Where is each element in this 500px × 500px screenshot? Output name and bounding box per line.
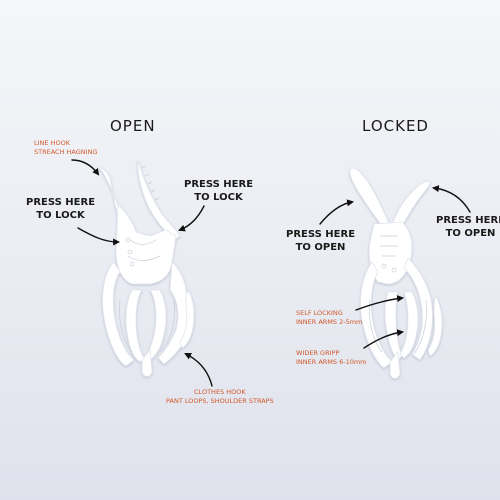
self-locking-note-line1: SELF LOCKING (296, 309, 343, 317)
self-locking-note: SELF LOCKING INNER ARMS 2-5mm (296, 309, 362, 327)
open-lower-frame (102, 261, 135, 367)
open-right-arm (137, 159, 181, 241)
wider-grip-note-line1: WIDER GRIPP (296, 349, 340, 357)
arrow-press-open-left (319, 199, 355, 225)
open-clip (98, 159, 195, 377)
press-to-open-left-label: PRESS HERE TO OPEN (286, 228, 355, 254)
locked-clip (349, 167, 443, 379)
locked-bottom-hook (389, 350, 401, 379)
line-hook-note: LINE HOOK STREACH HAGNING (34, 139, 97, 157)
open-clip-details (119, 165, 175, 353)
line-hook-note-line1: LINE HOOK (34, 139, 70, 147)
locked-clip-details (369, 235, 427, 355)
press-to-lock-left-label: PRESS HERE TO LOCK (26, 196, 95, 222)
clothes-hook-note: CLOTHES HOOK PANT LOOPS, SHOULDER STRAPS (166, 388, 274, 406)
locked-body (368, 221, 413, 285)
press-to-lock-right-label: PRESS HERE TO LOCK (184, 178, 253, 204)
press-to-lock-right-line2: TO LOCK (194, 192, 243, 203)
press-to-lock-left-line1: PRESS HERE (26, 197, 96, 208)
locked-inner-right (399, 291, 419, 359)
locked-right-arm (391, 181, 431, 231)
locked-side-hook (427, 295, 443, 357)
press-to-lock-left-line2: TO LOCK (36, 210, 85, 221)
locked-lower-right (403, 257, 433, 361)
self-locking-note-line2: INNER ARMS 2-5mm (296, 318, 363, 326)
press-to-lock-right-line1: PRESS HERE (184, 179, 254, 190)
arrow-self-locking (355, 295, 405, 311)
press-to-open-left-line1: PRESS HERE (286, 229, 356, 240)
open-clothes-hook (179, 289, 195, 349)
locked-heading: LOCKED (362, 117, 429, 135)
press-to-open-right-label: PRESS HERE TO OPEN (436, 214, 500, 240)
open-inner-left (125, 289, 145, 363)
open-bottom-hook (141, 348, 153, 377)
open-inner-right (145, 289, 167, 361)
arrow-press-open-right (431, 185, 471, 213)
open-heading: OPEN (110, 117, 156, 135)
open-body (115, 204, 177, 285)
arrow-press-lock-left (77, 227, 121, 246)
line-hook-note-line2: STREACH HAGNING (34, 148, 98, 156)
arrow-wider-grip (363, 329, 405, 349)
wider-grip-note-line2: INNER ARMS 6-10mm (296, 358, 367, 366)
locked-inner-left (384, 291, 403, 361)
wider-grip-note: WIDER GRIPP INNER ARMS 6-10mm (296, 349, 367, 367)
clothes-hook-note-line2: PANT LOOPS, SHOULDER STRAPS (166, 397, 274, 405)
arrows (71, 159, 471, 387)
locked-left-arm (349, 167, 391, 227)
press-to-open-right-line2: TO OPEN (445, 228, 496, 239)
press-to-open-right-line1: PRESS HERE (436, 215, 500, 226)
arrow-clothes-hook (184, 353, 213, 387)
clothes-hook-note-line1: CLOTHES HOOK (194, 388, 246, 396)
arrow-press-lock-right (178, 205, 205, 232)
press-to-open-left-line2: TO OPEN (295, 242, 346, 253)
arrow-line-hook (71, 159, 100, 176)
